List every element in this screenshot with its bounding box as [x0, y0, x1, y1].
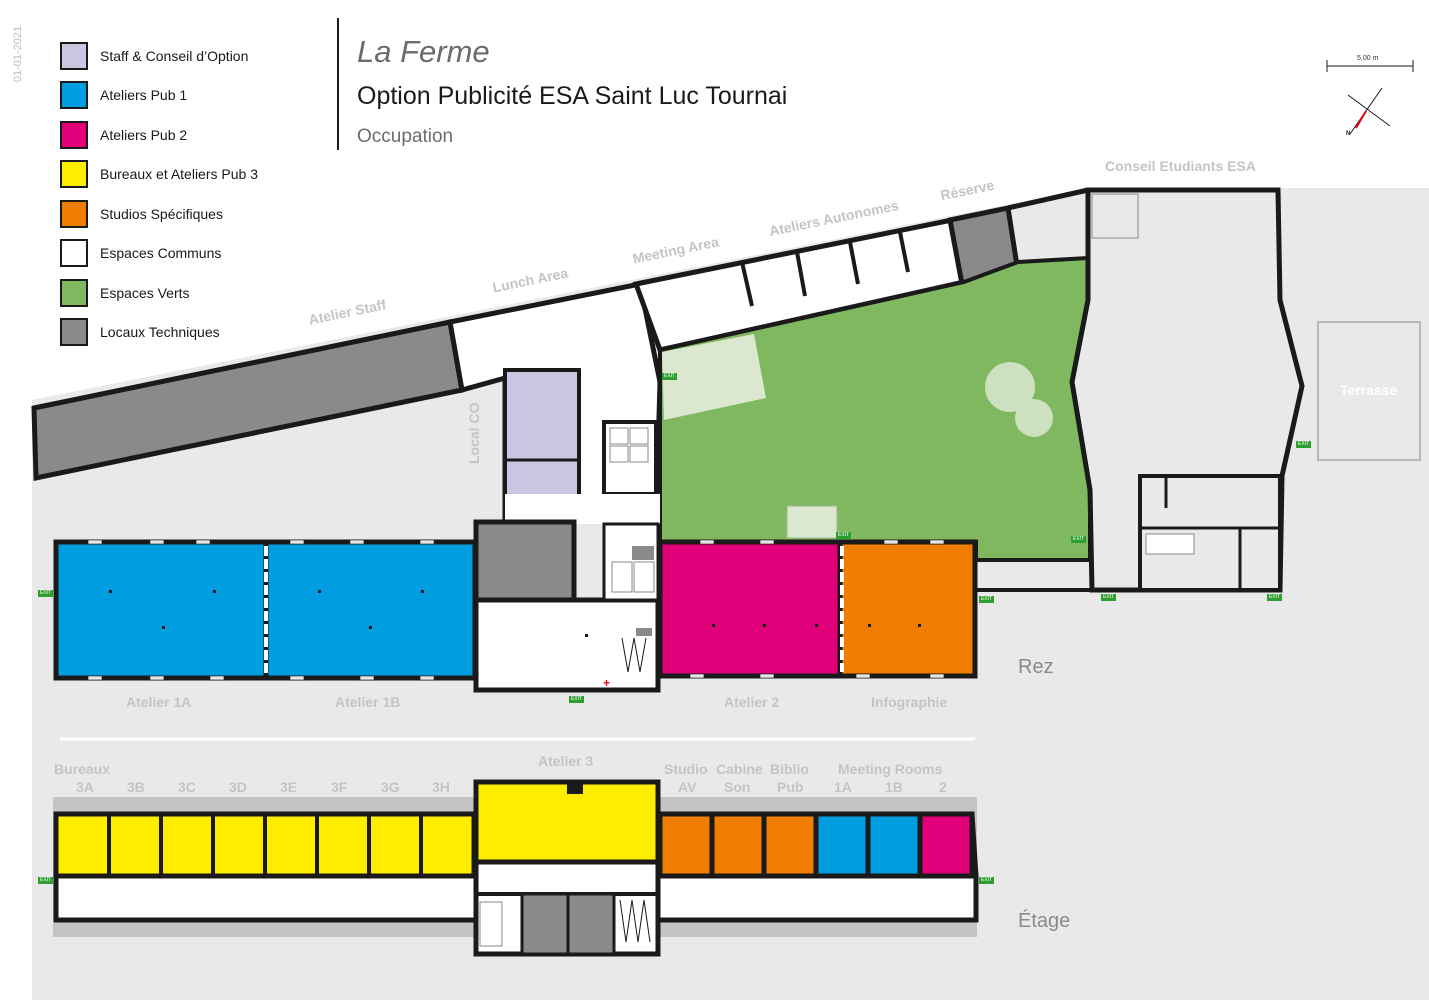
page-title: La Ferme	[357, 34, 490, 69]
label-3h: 3H	[432, 779, 450, 795]
label-biblio: Biblio	[770, 761, 809, 777]
label-atelier-3: Atelier 3	[538, 753, 594, 769]
label-meeting-rooms: Meeting Rooms	[838, 761, 943, 777]
level-label-rez: Rez	[1018, 656, 1054, 678]
title-divider	[337, 18, 339, 150]
legend-label: Staff & Conseil d’Option	[100, 47, 249, 64]
label-cabine: Cabine	[716, 761, 763, 777]
exit-sign: EXIT	[38, 590, 54, 597]
label-atelier-1a: Atelier 1A	[126, 694, 192, 710]
legend-swatch	[60, 239, 88, 268]
room-infographie	[837, 539, 978, 679]
label-3d: 3D	[229, 779, 247, 795]
tree	[1015, 399, 1053, 437]
corridor	[505, 494, 660, 524]
exit-sign: EXIT	[836, 532, 852, 539]
north-label: N	[1346, 131, 1351, 137]
exit-sign: EXIT	[662, 373, 678, 380]
room-meeting-1a	[813, 811, 871, 879]
exit-sign: EXIT	[979, 877, 995, 884]
legend: Staff & Conseil d’Option Ateliers Pub 1 …	[60, 36, 258, 352]
legend-label: Espaces Verts	[100, 284, 190, 301]
room-atelier-1b	[263, 539, 478, 681]
first-aid-icon: +	[603, 676, 610, 690]
scale-label: 5,00 m	[1357, 55, 1379, 62]
legend-item: Studios Spécifiques	[60, 194, 258, 234]
legend-label: Ateliers Pub 2	[100, 126, 188, 143]
legend-label: Locaux Techniques	[100, 324, 220, 341]
label-local-co: Local CO	[466, 402, 482, 464]
exit-sign: EXIT	[979, 596, 995, 603]
legend-swatch	[60, 318, 88, 347]
label-1a: 1A	[834, 779, 852, 795]
room-meeting-1b	[865, 811, 923, 879]
label-3c: 3C	[178, 779, 196, 795]
label-3b: 3B	[127, 779, 145, 795]
label-atelier-1b: Atelier 1B	[335, 694, 401, 710]
legend-label: Ateliers Pub 1	[100, 87, 188, 104]
legend-swatch	[60, 199, 88, 228]
windows	[87, 539, 945, 681]
legend-item: Locaux Techniques	[60, 313, 258, 353]
room-atelier-1a	[53, 539, 269, 681]
date-stamp: 01-01-2021	[12, 25, 25, 83]
label-conseil: Conseil Etudiants ESA	[1105, 158, 1256, 174]
exit-sign: EXIT	[1101, 594, 1117, 601]
legend-swatch	[60, 278, 88, 307]
legend-item: Ateliers Pub 1	[60, 76, 258, 116]
label-pub: Pub	[777, 779, 804, 795]
exit-sign: EXIT	[1296, 441, 1312, 448]
label-infographie: Infographie	[871, 694, 948, 710]
columns	[109, 590, 921, 637]
level-label-etage: Étage	[1018, 910, 1071, 932]
label-3g: 3G	[381, 779, 400, 795]
legend-item: Espaces Communs	[60, 234, 258, 274]
room-meeting-2	[917, 811, 975, 879]
tree	[985, 362, 1035, 412]
legend-item: Staff & Conseil d’Option	[60, 36, 258, 76]
exit-sign: EXIT	[1267, 594, 1283, 601]
north-arrow-icon	[1347, 87, 1391, 135]
room-technique	[473, 519, 577, 603]
label-3e: 3E	[280, 779, 298, 795]
label-3a: 3A	[76, 779, 94, 795]
room-studio-av	[657, 811, 715, 879]
room-atelier-2	[657, 539, 843, 679]
legend-label: Espaces Communs	[100, 245, 222, 262]
page-subtitle: Option Publicité ESA Saint Luc Tournai	[357, 82, 788, 110]
room-commons	[473, 597, 661, 693]
legend-item: Espaces Verts	[60, 273, 258, 313]
exit-sign: EXIT	[38, 877, 54, 884]
label-1b: 1B	[885, 779, 903, 795]
label-av: AV	[678, 779, 697, 795]
room-local-co	[503, 368, 581, 498]
garden-terrace	[662, 334, 766, 420]
label-studio: Studio	[664, 761, 708, 777]
legend-swatch	[60, 81, 88, 110]
label-atelier-2: Atelier 2	[724, 694, 780, 710]
legend-item: Ateliers Pub 2	[60, 115, 258, 155]
legend-swatch	[60, 120, 88, 149]
terrasse	[1317, 321, 1421, 461]
exit-sign: EXIT	[569, 696, 585, 703]
label-son: Son	[724, 779, 751, 795]
label-3f: 3F	[331, 779, 348, 795]
legend-label: Bureaux et Ateliers Pub 3	[100, 166, 258, 183]
legend-item: Bureaux et Ateliers Pub 3	[60, 155, 258, 195]
legend-swatch	[60, 160, 88, 189]
room-conseil-annex	[1138, 474, 1282, 592]
label-terrasse: Terrasse	[1340, 382, 1398, 398]
garden-bench	[786, 505, 838, 539]
scale-bar	[1326, 60, 1414, 72]
room-cabine-son	[709, 811, 767, 879]
page-caption: Occupation	[357, 126, 454, 147]
label-bureaux: Bureaux	[54, 761, 111, 777]
exit-sign: EXIT	[1071, 536, 1087, 543]
label-2: 2	[939, 779, 947, 795]
legend-label: Studios Spécifiques	[100, 205, 223, 222]
legend-swatch	[60, 41, 88, 70]
room-biblio-pub	[761, 811, 819, 879]
